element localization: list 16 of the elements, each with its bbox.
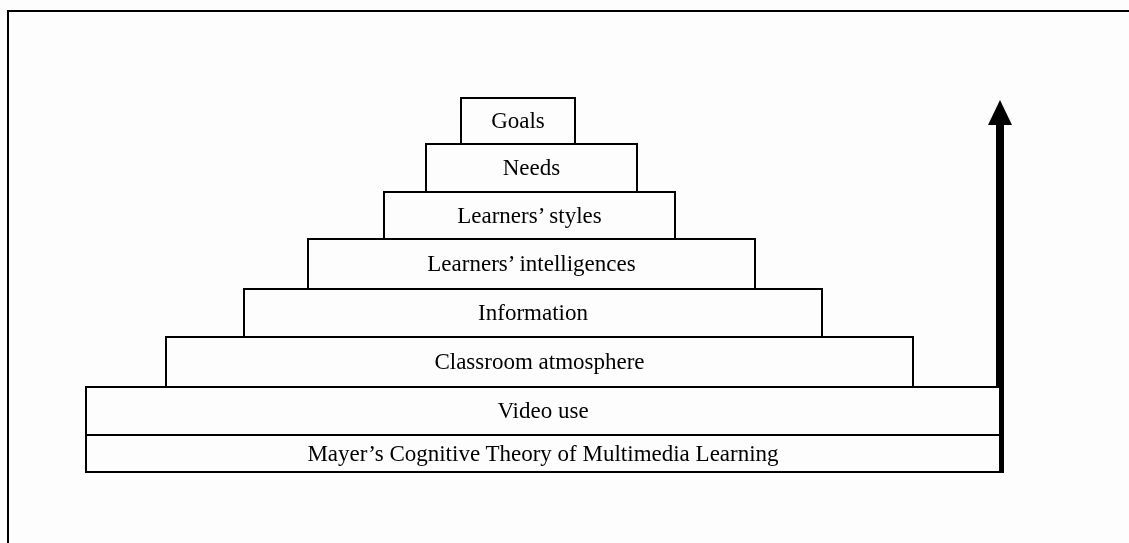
tier-label: Needs bbox=[502, 155, 561, 181]
pyramid-tier bbox=[425, 143, 638, 193]
tier-label: Learners’ styles bbox=[457, 202, 602, 229]
pyramid-tier bbox=[243, 288, 823, 338]
tier-label: Goals bbox=[491, 108, 545, 134]
tier-label: Video use bbox=[497, 398, 589, 424]
tier-label: Mayer’s Cognitive Theory of Multimedia Learning bbox=[307, 440, 779, 467]
pyramid-tier bbox=[85, 386, 1001, 436]
pyramid-tier bbox=[307, 238, 756, 290]
pyramid-tier bbox=[85, 434, 1001, 473]
tier-label: Learners’ intelligences bbox=[427, 251, 636, 277]
tier-label: Information bbox=[478, 300, 588, 326]
pyramid-tier bbox=[165, 336, 914, 388]
pyramid-tier bbox=[460, 97, 576, 145]
tier-label: Classroom atmosphere bbox=[434, 349, 645, 375]
pyramid-tier bbox=[383, 191, 676, 240]
